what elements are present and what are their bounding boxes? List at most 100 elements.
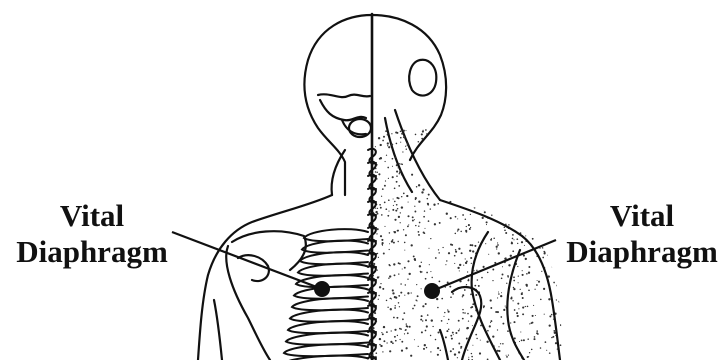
stipple-dot xyxy=(511,159,513,161)
stipple-dot xyxy=(481,277,483,279)
stipple-dot xyxy=(414,219,415,220)
stipple-dot xyxy=(407,332,409,334)
stipple-dot xyxy=(480,196,481,197)
stipple-dot xyxy=(438,174,439,175)
stipple-dot xyxy=(462,165,464,167)
stipple-dot xyxy=(445,264,446,265)
stipple-dot xyxy=(516,197,517,198)
stipple-dot xyxy=(438,252,440,254)
stipple-dot xyxy=(512,300,513,301)
stipple-dot xyxy=(464,289,466,291)
stipple-dot xyxy=(427,198,429,200)
stipple-dot xyxy=(400,222,401,223)
stipple-dot xyxy=(466,226,467,227)
stipple-dot xyxy=(425,129,427,131)
stipple-dot xyxy=(495,186,497,188)
stipple-dot xyxy=(499,143,501,145)
stipple-dot xyxy=(548,137,550,139)
stipple-dot xyxy=(492,175,494,177)
stipple-dot xyxy=(536,231,537,232)
stipple-dot xyxy=(490,299,492,301)
stipple-dot xyxy=(380,235,382,237)
stipple-dot xyxy=(408,224,409,225)
stipple-dot xyxy=(483,266,485,268)
stipple-dot xyxy=(518,308,519,309)
stipple-dot xyxy=(502,323,504,325)
stipple-dot xyxy=(436,153,438,155)
stipple-dot xyxy=(487,330,489,332)
stipple-dot xyxy=(425,163,427,165)
stipple-dot xyxy=(419,222,421,224)
stipple-dot xyxy=(418,184,420,186)
stipple-dot xyxy=(414,305,416,307)
stipple-dot xyxy=(380,207,382,209)
stipple-dot xyxy=(479,352,481,354)
stipple-dot xyxy=(527,174,528,175)
stipple-dot xyxy=(540,347,542,349)
stipple-dot xyxy=(544,314,545,315)
stipple-dot xyxy=(460,347,461,348)
stipple-dot xyxy=(527,306,529,308)
stipple-dot xyxy=(540,209,541,210)
stipple-dot xyxy=(393,263,395,265)
stipple-dot xyxy=(503,309,505,311)
stipple-dot xyxy=(414,339,415,340)
stipple-dot xyxy=(428,177,429,178)
stipple-dot xyxy=(379,286,381,288)
stipple-dot xyxy=(382,245,383,246)
stipple-dot xyxy=(390,308,392,310)
stipple-dot xyxy=(430,351,431,352)
stipple-dot xyxy=(472,345,473,346)
stipple-dot xyxy=(389,243,390,244)
stipple-dot xyxy=(377,228,379,230)
stipple-dot xyxy=(551,184,553,186)
stipple-dot xyxy=(426,347,427,348)
stipple-dot xyxy=(395,305,396,306)
stipple-dot xyxy=(400,339,401,340)
stipple-dot xyxy=(415,225,416,226)
stipple-dot xyxy=(523,196,524,197)
rib xyxy=(294,287,368,299)
stipple-dot xyxy=(398,185,400,187)
stipple-dot xyxy=(521,340,523,342)
stipple-dot xyxy=(495,311,497,313)
stipple-dot xyxy=(536,330,538,332)
stipple-dot xyxy=(556,148,558,150)
stipple-dot xyxy=(404,333,405,334)
stipple-dot xyxy=(476,270,477,271)
stipple-dot xyxy=(487,272,489,274)
stipple-dot xyxy=(463,265,464,266)
stipple-dot xyxy=(517,243,518,244)
stipple-dot xyxy=(445,181,447,183)
stipple-dot xyxy=(386,342,387,343)
stipple-dot xyxy=(538,281,540,283)
stipple-dot xyxy=(416,186,418,188)
stipple-dot xyxy=(474,285,476,287)
stipple-dot xyxy=(509,203,510,204)
stipple-dot xyxy=(508,224,510,226)
stipple-dot xyxy=(379,344,380,345)
stipple-dot xyxy=(381,332,382,333)
stipple-dot xyxy=(462,296,463,297)
stipple-dot xyxy=(454,146,456,148)
stipple-dot xyxy=(469,228,471,230)
stipple-dot xyxy=(385,208,387,210)
stipple-dot xyxy=(460,158,462,160)
stipple-dot xyxy=(556,284,558,286)
stipple-dot xyxy=(468,185,469,186)
stipple-dot xyxy=(478,190,479,191)
stipple-dot xyxy=(448,329,450,331)
stipple-dot xyxy=(391,298,392,299)
stipple-dot xyxy=(516,177,517,178)
stipple-dot xyxy=(442,247,443,248)
stipple-dot xyxy=(507,330,509,332)
stipple-dot xyxy=(381,214,383,216)
stipple-dot xyxy=(557,170,558,171)
stipple-dot xyxy=(395,131,397,133)
stipple-dot xyxy=(519,175,520,176)
stipple-dot xyxy=(379,204,381,206)
stipple-dot xyxy=(474,203,476,205)
stipple-dot xyxy=(434,223,436,225)
stipple-dot xyxy=(537,280,538,281)
stipple-dot xyxy=(541,271,542,272)
